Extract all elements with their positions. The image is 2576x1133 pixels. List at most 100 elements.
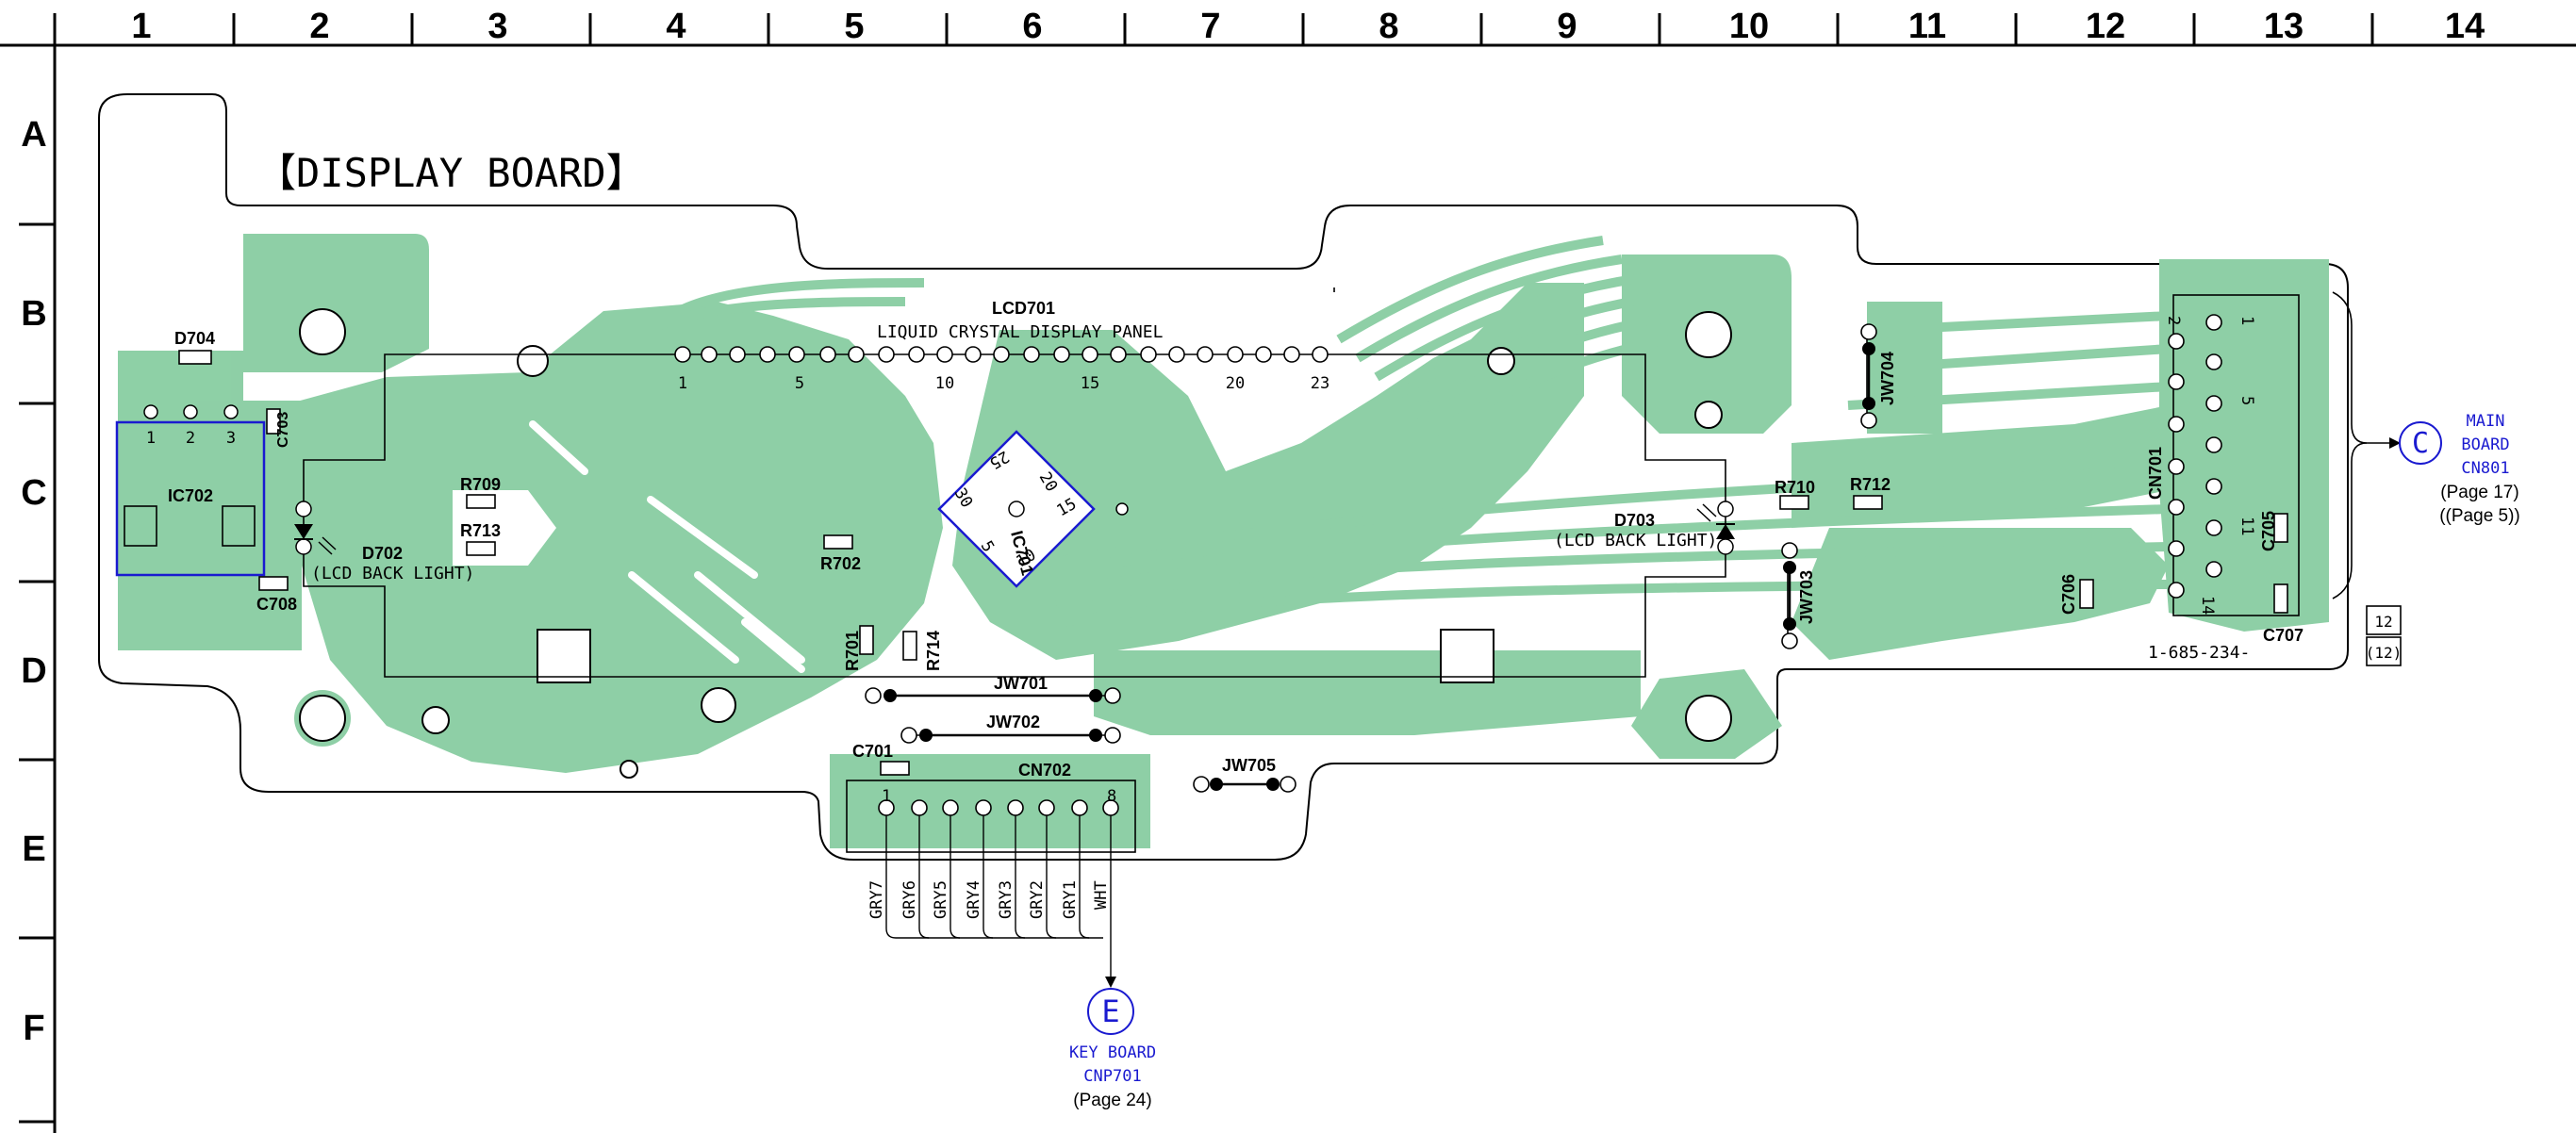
cn701-label: CN701 [2146,447,2165,500]
row-label: F [23,1009,44,1048]
row-label: D [21,651,46,691]
connector-c-letter: C [2412,427,2429,460]
revision-number-alt: (12) [2366,644,2403,662]
cn701-pins [2168,314,2222,599]
cn701-pin-number: 11 [2237,517,2256,535]
col-label: 5 [844,7,864,46]
led-d702 [294,501,337,555]
connector-c-line2: BOARD [2461,435,2509,454]
revision-number: 12 [2374,613,2392,631]
wire-color-label: GRY6 [900,880,919,919]
col-label: 11 [1908,7,1946,46]
connector-c-line1: MAIN [2467,412,2505,431]
board-title: 【DISPLAY BOARD】 [256,150,646,196]
wire-color-label: GRY7 [867,880,886,919]
jw704-label: JW704 [1878,352,1897,405]
lcd-pin-number: 23 [1311,374,1329,393]
jw703-label: JW703 [1797,570,1816,624]
cn701-pin-number: 2 [2164,316,2183,325]
col-label: 9 [1557,7,1577,46]
lcd-pin-number: 1 [678,374,687,393]
mounting-holes [294,304,1737,779]
copper-cuts [529,420,805,673]
row-label: B [21,294,46,334]
col-label: 1 [131,7,151,46]
ic702-pin-number: 2 [186,429,195,448]
connector-c-line3: CN801 [2461,459,2509,478]
wire-arrow-down [1105,977,1116,988]
lcd-pin-number: 15 [1081,374,1099,393]
d702-description: (LCD BACK LIGHT) [311,564,474,583]
row-label: C [21,473,46,513]
col-label: 7 [1200,7,1220,46]
col-label: 13 [2264,7,2304,46]
row-label: E [22,829,45,869]
board-part-number: 1-685-234- [2148,643,2250,663]
cn701-pin-number: 5 [2237,396,2256,405]
r713-label: R713 [460,521,501,540]
r714-label: R714 [924,631,943,671]
wire-color-label: GRY4 [965,880,983,919]
connector-c-page: (Page 17) [2440,483,2518,502]
connector-c-arrow [2332,291,2391,599]
r709-label: R709 [460,475,501,494]
connector-c-arrowhead [2389,437,2401,449]
lcd-pin-numbers: 1 5 10 15 20 23 [678,374,1329,393]
cn702-pins [878,799,1119,816]
ic701-outline [937,430,1129,588]
wire-color-label: GRY3 [997,880,1016,919]
lcd-pin-number: 20 [1226,374,1245,393]
wire-color-label: GRY1 [1061,880,1080,919]
lcd-pin-number: 5 [795,374,804,393]
grid-ticks [19,13,2374,1124]
ic702-pin-numbers: 1 2 3 [146,429,236,448]
lcd-pin-row [674,346,1329,363]
row-label: A [21,115,46,155]
cn701-pin-numbers: 1 2 5 11 14 [2164,316,2256,615]
c705-label: C705 [2259,511,2278,551]
cn702-pin-last: 8 [1107,787,1116,806]
lcd-pin-number: 10 [935,374,954,393]
col-label: 8 [1379,7,1398,46]
cn701-pin-number: 1 [2237,316,2256,325]
wire-color-label: WHT [1092,880,1111,910]
r702-label: R702 [820,554,861,573]
r701-label: R701 [843,631,862,671]
cn702-pin-first: 1 [882,787,891,806]
copper-traces [189,236,2170,627]
led-d703 [1696,501,1735,555]
lcd701-label: LCD701 [992,299,1055,318]
jw705-label: JW705 [1222,756,1276,775]
jw702-label: JW702 [986,713,1040,731]
jw701-label: JW701 [994,674,1048,693]
cn701-pin-number: 14 [2198,596,2217,615]
ic702-label: IC702 [168,486,213,505]
connector-c-circle [2399,421,2442,465]
col-label: 12 [2086,7,2125,46]
ic702-pin-number: 1 [146,429,156,448]
c703-label: C703 [275,412,291,448]
wire-color-label: GRY2 [1028,880,1047,919]
connector-e-page: (Page 24) [1073,1091,1151,1110]
component-packages [178,350,2288,776]
wire-color-labels: GRY7 GRY6 GRY5 GRY4 GRY3 GRY2 GRY1 WHT [867,880,1111,919]
col-label: 2 [309,7,329,46]
c701-label: C701 [852,742,893,761]
connector-e-circle [1087,988,1134,1035]
col-label: 10 [1729,7,1769,46]
wire-harness [885,815,1112,980]
lcd701-description: LIQUID CRYSTAL DISPLAY PANEL [877,322,1164,342]
col-label: 14 [2445,7,2485,46]
ic702-outline [115,404,266,577]
col-label: 3 [487,7,507,46]
connector-e-line2: CNP701 [1083,1067,1141,1086]
jumpers [865,323,1877,793]
cn702-label: CN702 [1018,761,1071,780]
revision-box [2366,605,2402,666]
col-label: 4 [666,7,685,46]
d704-label: D704 [174,329,215,348]
r710-label: R710 [1775,478,1815,497]
r712-label: R712 [1850,475,1891,494]
connector-e-letter: E [1101,993,1119,1029]
